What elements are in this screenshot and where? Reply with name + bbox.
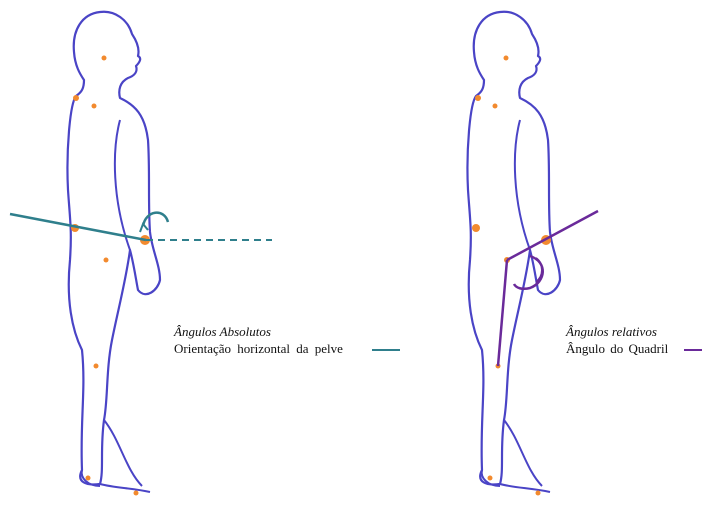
absolute-angles-title: Ângulos Absolutos bbox=[174, 324, 271, 340]
absolute-angle-arc bbox=[143, 213, 168, 226]
marker-heel bbox=[86, 476, 91, 481]
marker-shoulder bbox=[475, 95, 481, 101]
pelvis-line bbox=[10, 214, 146, 240]
pelvis-orientation-lines bbox=[10, 213, 272, 240]
thigh-segment-line bbox=[498, 260, 507, 366]
marker-toe bbox=[134, 491, 139, 496]
marker-head bbox=[504, 56, 509, 61]
relative-legend-line bbox=[684, 349, 702, 351]
relative-angles-label: Ângulo do Quadril bbox=[566, 341, 668, 357]
right-human-figure bbox=[467, 12, 560, 492]
marker-knee bbox=[94, 364, 99, 369]
marker-heel bbox=[488, 476, 493, 481]
absolute-angle-arrowhead bbox=[140, 224, 148, 232]
marker-head bbox=[102, 56, 107, 61]
absolute-legend-line bbox=[372, 349, 400, 351]
marker-toe bbox=[536, 491, 541, 496]
marker-chest bbox=[92, 104, 97, 109]
absolute-angles-label: Orientação horizontal da pelve bbox=[174, 341, 343, 357]
marker-thigh bbox=[104, 258, 109, 263]
marker-chest bbox=[493, 104, 498, 109]
left-human-figure bbox=[67, 12, 160, 492]
relative-angles-title: Ângulos relativos bbox=[566, 324, 657, 340]
marker-shoulder bbox=[73, 95, 79, 101]
marker-pelvis-back bbox=[472, 224, 480, 232]
